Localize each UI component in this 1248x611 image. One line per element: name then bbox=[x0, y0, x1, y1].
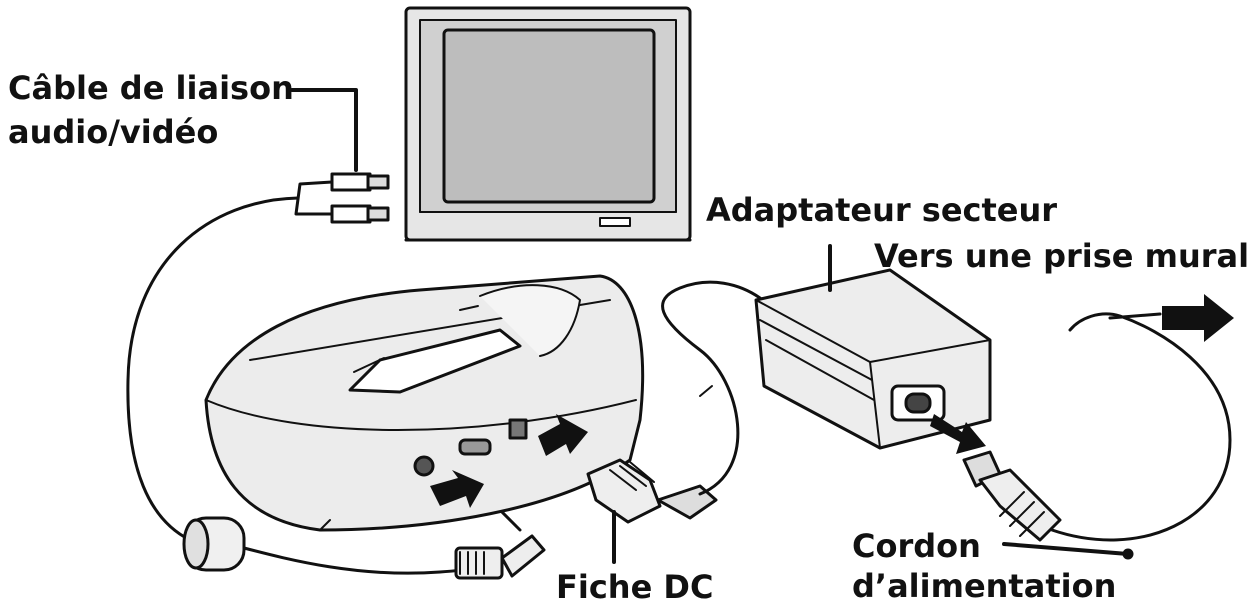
label-ac-adapter: Adaptateur secteur bbox=[706, 191, 1058, 229]
wall-arrow bbox=[1162, 294, 1234, 342]
ac-adapter bbox=[754, 244, 992, 450]
insert-arrow-adapter bbox=[930, 414, 986, 454]
insert-arrows-dock bbox=[430, 414, 588, 508]
label-power-cord: Cordon d’alimentation bbox=[852, 526, 1116, 606]
label-power-cord-line2: d’alimentation bbox=[852, 567, 1117, 605]
tv-set bbox=[404, 6, 692, 242]
power-cord bbox=[962, 312, 1232, 560]
dc-cable bbox=[586, 280, 762, 564]
label-av-cable-line2: audio/vidéo bbox=[8, 113, 219, 151]
label-power-cord-line1: Cordon bbox=[852, 527, 981, 565]
label-dc-plug: Fiche DC bbox=[556, 568, 714, 606]
label-av-cable-line1: Câble de liaison bbox=[8, 69, 294, 107]
label-wall-outlet: Vers une prise murale bbox=[874, 237, 1248, 275]
label-av-cable: Câble de liaison audio/vidéo bbox=[8, 66, 294, 154]
av-cable bbox=[126, 88, 546, 580]
docking-station bbox=[204, 274, 645, 532]
